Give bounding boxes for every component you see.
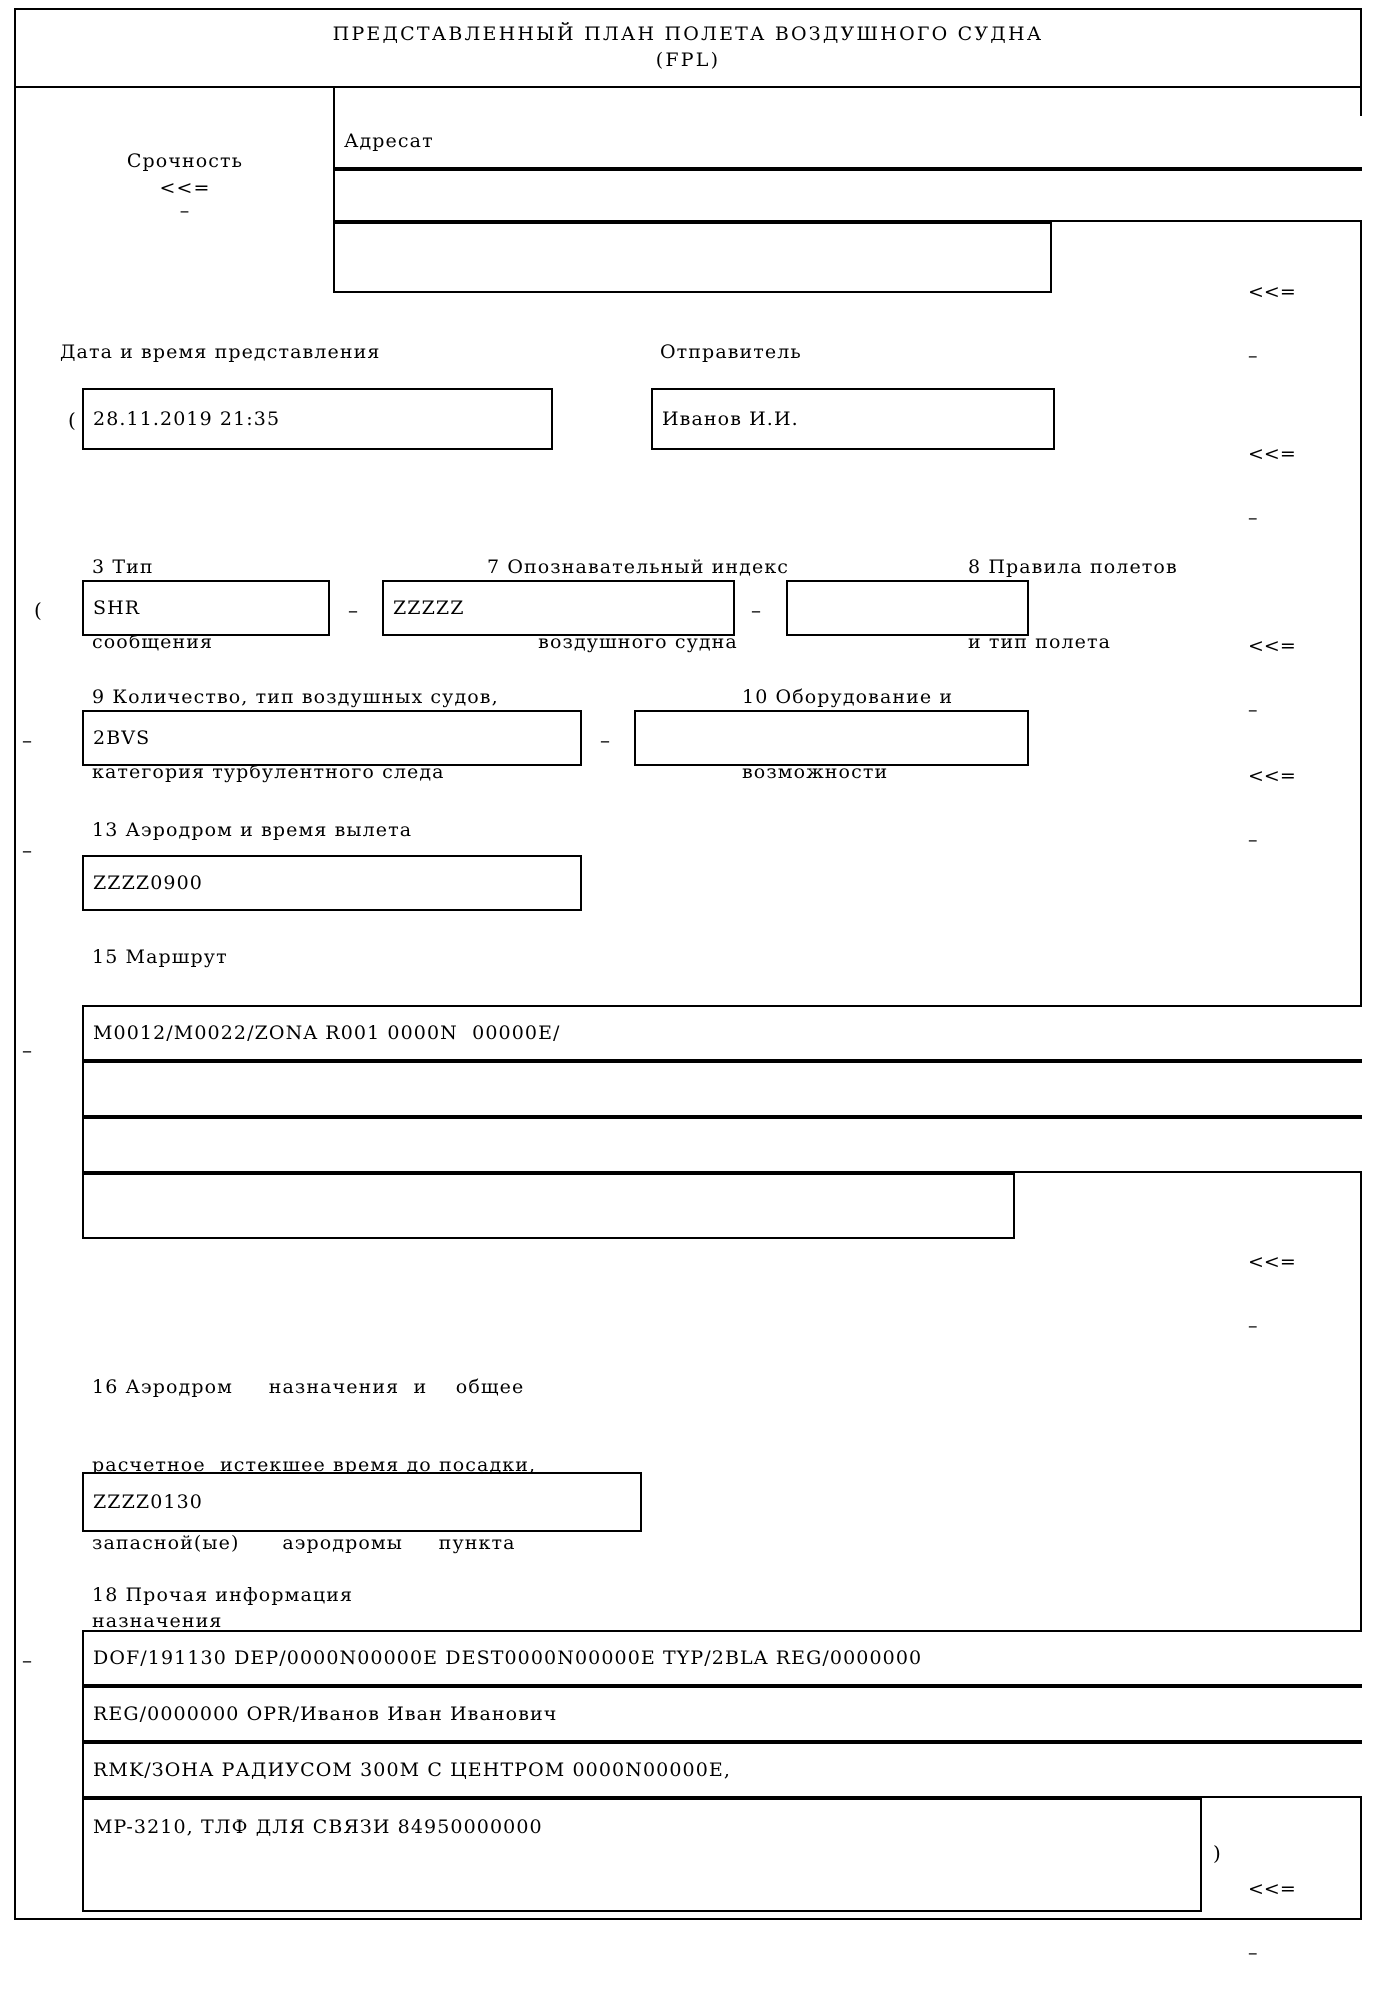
- page-subtitle: (FPL): [655, 49, 721, 71]
- field9-left-hyphen: –: [22, 728, 32, 752]
- field13-input[interactable]: ZZZZ0900: [82, 855, 582, 911]
- field10-arrows: <<=: [1248, 765, 1296, 787]
- field-9-10-end-marker: <<= –: [1248, 722, 1328, 894]
- field3-open-paren: (: [34, 598, 42, 622]
- field13-left-hyphen: –: [22, 838, 32, 862]
- submission-end-marker: <<= –: [1248, 400, 1328, 572]
- field-3-7-8-end-marker: <<= –: [1248, 592, 1328, 764]
- sender-label: Отправитель: [660, 341, 802, 363]
- field9-label-line2: категория турбулентного следа: [92, 761, 445, 783]
- field18-arrows: <<=: [1248, 1878, 1296, 1900]
- addressee-dash: –: [1248, 345, 1258, 367]
- submission-dash: –: [1248, 507, 1258, 529]
- field18-left-hyphen: –: [22, 1648, 32, 1672]
- addressee-row-2[interactable]: [333, 169, 1362, 222]
- urgency-arrows: <<=: [159, 177, 211, 199]
- addressee-row-1[interactable]: Адресат: [333, 116, 1362, 169]
- fpl-form-page: ПРЕДСТАВЛЕННЫЙ ПЛАН ПОЛЕТА ВОЗДУШНОГО СУ…: [14, 8, 1362, 1963]
- field3-label-line2: сообщения: [92, 631, 214, 653]
- field16-label: 16 Аэродром назначения и общее расчетное…: [92, 1322, 536, 1686]
- field7-input[interactable]: ZZZZZ: [382, 580, 735, 636]
- field18-close-paren: ): [1213, 1841, 1221, 1865]
- field7-label-line2: воздушного судна: [538, 631, 738, 653]
- submission-datetime-field[interactable]: 28.11.2019 21:35: [82, 388, 553, 450]
- field3-input[interactable]: SHR: [82, 580, 330, 636]
- submission-datetime-value: 28.11.2019 21:35: [93, 407, 281, 430]
- form-outer-frame: [14, 8, 1362, 1920]
- field16-value: ZZZZ0130: [93, 1490, 203, 1513]
- field10-input[interactable]: [634, 710, 1029, 766]
- field16-label-line4: назначения: [92, 1610, 223, 1632]
- addressee-arrows: <<=: [1248, 281, 1296, 303]
- field3-label-line1: 3 Тип: [92, 556, 154, 578]
- field9-value: 2BVS: [93, 726, 151, 749]
- field9-input[interactable]: 2BVS: [82, 710, 582, 766]
- field18-dash: –: [1248, 1942, 1258, 1964]
- field10-dash: –: [1248, 829, 1258, 851]
- field3-7-hyphen: –: [348, 598, 358, 622]
- field15-line-1: M0012/M0022/ZONA R001 0000N 00000E/: [93, 1021, 561, 1044]
- field18-row-2[interactable]: REG/0000000 OPR/Иванов Иван Иванович: [82, 1686, 1362, 1742]
- field7-label: 7 Опознавательный индекс воздушного судн…: [487, 505, 789, 705]
- urgency-label: Срочность: [126, 150, 244, 172]
- field16-label-line2: расчетное истекшее время до посадки,: [92, 1454, 537, 1476]
- field8-label-line1: 8 Правила полетов: [968, 556, 1178, 578]
- submission-open-paren: (: [68, 408, 76, 432]
- urgency-dash: –: [179, 200, 191, 222]
- addressee-row-3[interactable]: [333, 222, 1052, 293]
- field18-row-1[interactable]: DOF/191130 DEP/0000N00000E DEST0000N0000…: [82, 1630, 1362, 1686]
- sender-field[interactable]: Иванов И.И.: [651, 388, 1055, 450]
- field8-label-line2: и тип полета: [968, 631, 1112, 653]
- field13-value: ZZZZ0900: [93, 871, 203, 894]
- field18-label: 18 Прочая информация: [92, 1584, 354, 1606]
- addressee-label: Адресат: [344, 130, 434, 152]
- field18-line-1: DOF/191130 DEP/0000N00000E DEST0000N0000…: [93, 1646, 923, 1669]
- field15-route-row-2[interactable]: [82, 1061, 1362, 1117]
- field15-dash: –: [1248, 1315, 1258, 1337]
- field8-arrows: <<=: [1248, 635, 1296, 657]
- form-title-band: ПРЕДСТАВЛЕННЫЙ ПЛАН ПОЛЕТА ВОЗДУШНОГО СУ…: [14, 8, 1362, 88]
- field9-10-hyphen: –: [600, 728, 610, 752]
- field7-value: ZZZZZ: [393, 596, 465, 619]
- field18-end-marker: <<= –: [1248, 1835, 1328, 2007]
- addressee-end-marker: <<= –: [1248, 238, 1328, 410]
- field10-label: 10 Оборудование и возможности: [742, 635, 953, 835]
- field8-dash: –: [1248, 699, 1258, 721]
- field18-row-3[interactable]: RMK/ЗОНА РАДИУСОМ 300М С ЦЕНТРОМ 0000N00…: [82, 1742, 1362, 1798]
- field18-row-4[interactable]: MP-3210, ТЛФ ДЛЯ СВЯЗИ 84950000000: [82, 1798, 1202, 1912]
- field7-8-hyphen: –: [751, 598, 761, 622]
- field3-label: 3 Тип сообщения: [92, 505, 213, 705]
- field16-label-line3: запасной(ые) аэродромы пункта: [92, 1532, 516, 1554]
- field10-label-line2: возможности: [742, 761, 889, 783]
- submission-datetime-label: Дата и время представления: [60, 341, 381, 363]
- field8-input[interactable]: [786, 580, 1029, 636]
- field13-label: 13 Аэродром и время вылета: [92, 819, 413, 841]
- field15-end-marker: <<= –: [1248, 1208, 1328, 1380]
- page-title: ПРЕДСТАВЛЕННЫЙ ПЛАН ПОЛЕТА ВОЗДУШНОГО СУ…: [332, 23, 1044, 45]
- field15-route-row-4[interactable]: [82, 1173, 1015, 1239]
- field15-route-row-1[interactable]: M0012/M0022/ZONA R001 0000N 00000E/: [82, 1005, 1362, 1061]
- urgency-block: Срочность <<= –: [50, 148, 320, 222]
- field18-line-4: MP-3210, ТЛФ ДЛЯ СВЯЗИ 84950000000: [93, 1816, 543, 1838]
- field8-label: 8 Правила полетов и тип полета: [968, 505, 1178, 705]
- field16-label-line1: 16 Аэродром назначения и общее: [92, 1376, 525, 1398]
- submission-arrows: <<=: [1248, 443, 1296, 465]
- field9-label-line1: 9 Количество, тип воздушных судов,: [92, 686, 499, 708]
- sender-value: Иванов И.И.: [662, 407, 799, 430]
- field9-label: 9 Количество, тип воздушных судов, катег…: [92, 635, 499, 835]
- field7-label-line1: 7 Опознавательный индекс: [487, 556, 790, 578]
- field15-label: 15 Маршрут: [92, 946, 228, 968]
- field3-value: SHR: [93, 596, 141, 619]
- field18-line-2: REG/0000000 OPR/Иванов Иван Иванович: [93, 1702, 558, 1725]
- field10-label-line1: 10 Оборудование и: [742, 686, 954, 708]
- field15-arrows: <<=: [1248, 1251, 1296, 1273]
- field18-line-3: RMK/ЗОНА РАДИУСОМ 300М С ЦЕНТРОМ 0000N00…: [93, 1758, 731, 1781]
- field16-input[interactable]: ZZZZ0130: [82, 1472, 642, 1532]
- field15-route-row-3[interactable]: [82, 1117, 1362, 1173]
- field15-left-hyphen: –: [22, 1038, 32, 1062]
